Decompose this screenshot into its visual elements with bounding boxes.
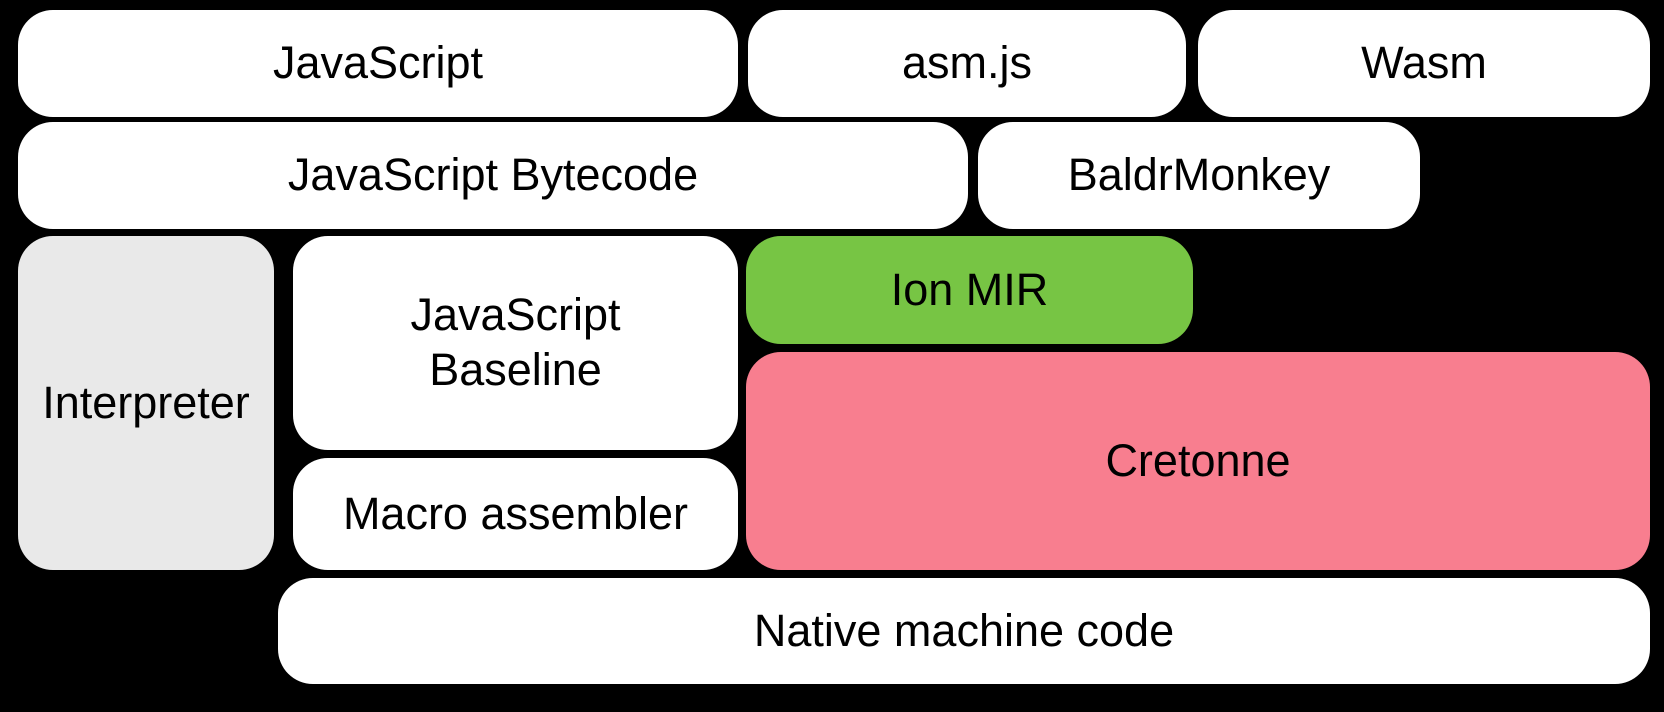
box-cretonne: Cretonne <box>746 352 1650 570</box>
box-baldrmonkey: BaldrMonkey <box>978 122 1420 229</box>
box-javascript-bytecode: JavaScript Bytecode <box>18 122 968 229</box>
box-native-machine-code: Native machine code <box>278 578 1650 684</box>
box-javascript-baseline: JavaScript Baseline <box>293 236 738 450</box>
box-interpreter: Interpreter <box>18 236 274 570</box>
box-ion-mir: Ion MIR <box>746 236 1193 344</box>
box-macro-assembler: Macro assembler <box>293 458 738 570</box>
box-wasm: Wasm <box>1198 10 1650 117</box>
box-asmjs: asm.js <box>748 10 1186 117</box>
box-javascript: JavaScript <box>18 10 738 117</box>
